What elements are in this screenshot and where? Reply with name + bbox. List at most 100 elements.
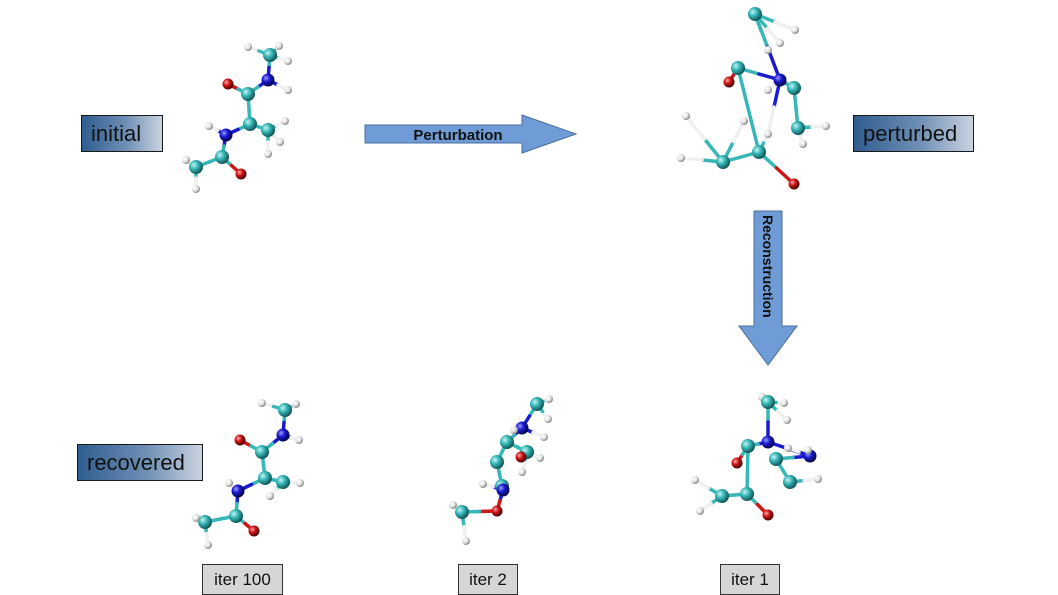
nitrogen-atom	[219, 128, 233, 142]
oxygen-atom	[235, 168, 247, 180]
oxygen-atom	[723, 76, 735, 88]
oxygen-atom	[234, 434, 246, 446]
hydrogen-atom	[804, 446, 812, 454]
hydrogen-atom	[545, 395, 553, 403]
hydrogen-atom	[677, 154, 685, 162]
carbon-atom	[731, 61, 745, 75]
nitrogen-atom	[261, 73, 275, 87]
hydrogen-atom	[764, 46, 772, 54]
oxygen-atom	[515, 451, 527, 463]
hydrogen-atom	[540, 433, 548, 441]
perturbation-arrow: Perturbation	[364, 114, 578, 154]
carbon-atom	[189, 160, 203, 174]
carbon-atom	[258, 471, 272, 485]
hydrogen-atom	[783, 416, 791, 424]
hydrogen-atom	[691, 476, 699, 484]
molecule-iter-2	[449, 395, 553, 545]
hydrogen-atom	[284, 86, 292, 94]
iter-100-label: iter 100	[202, 564, 283, 595]
hydrogen-atom	[536, 454, 544, 462]
hydrogen-atom	[822, 122, 830, 130]
nitrogen-atom	[231, 484, 245, 498]
hydrogen-atom	[764, 86, 772, 94]
hydrogen-atom	[462, 537, 470, 545]
carbon-atom	[500, 435, 514, 449]
hydrogen-atom	[780, 399, 788, 407]
carbon-atom	[241, 87, 255, 101]
carbon-atom	[530, 397, 544, 411]
carbon-atom	[255, 445, 269, 459]
nitrogen-atom	[773, 73, 787, 87]
hydrogen-atom	[204, 541, 212, 549]
bond	[684, 114, 707, 141]
carbon-atom	[769, 452, 783, 466]
carbon-atom	[276, 475, 290, 489]
hydrogen-atom	[776, 39, 784, 47]
hydrogen-atom	[682, 112, 690, 120]
carbon-atom	[490, 455, 504, 469]
oxygen-atom	[762, 509, 774, 521]
hydrogen-atom	[479, 480, 487, 488]
perturbation-label: Perturbation	[413, 127, 502, 144]
perturbation-arrow-shape	[364, 114, 578, 154]
hydrogen-atom	[284, 57, 292, 65]
carbon-atom	[748, 7, 762, 21]
hydrogen-atom	[264, 150, 272, 158]
oxygen-atom	[248, 525, 260, 537]
hydrogen-atom	[192, 185, 200, 193]
carbon-atom	[761, 395, 775, 409]
oxygen-atom	[222, 78, 234, 90]
carbon-atom	[716, 155, 730, 169]
carbon-atom	[261, 123, 275, 137]
carbon-atom	[787, 81, 801, 95]
molecule-iter-1	[691, 393, 822, 521]
recovered-label: recovered	[77, 444, 203, 481]
nitrogen-atom	[515, 421, 529, 435]
carbon-atom	[455, 505, 469, 519]
carbon-atom	[740, 487, 754, 501]
hydrogen-atom	[449, 501, 457, 509]
carbon-atom	[215, 150, 229, 164]
reconstruction-arrow: Reconstruction	[738, 210, 798, 366]
carbon-atom	[229, 509, 243, 523]
carbon-atom	[263, 48, 277, 62]
iter-2-label: iter 2	[458, 564, 518, 595]
hydrogen-atom	[205, 122, 213, 130]
oxygen-atom	[788, 178, 800, 190]
oxygen-atom	[731, 457, 743, 469]
nitrogen-atom	[276, 428, 290, 442]
iter-1-label: iter 1	[720, 564, 780, 595]
carbon-atom	[198, 515, 212, 529]
bond	[736, 66, 751, 112]
hydrogen-atom	[266, 492, 274, 500]
carbon-atom	[752, 145, 766, 159]
hydrogen-atom	[510, 426, 518, 434]
hydrogen-atom	[784, 444, 792, 452]
initial-label: initial	[81, 115, 163, 152]
carbon-atom	[783, 475, 797, 489]
hydrogen-atom	[296, 479, 304, 487]
molecule-perturbed	[677, 7, 830, 190]
carbon-atom	[741, 439, 755, 453]
hydrogen-atom	[799, 140, 807, 148]
reconstruction-label: Reconstruction	[760, 215, 776, 318]
hydrogen-atom	[544, 415, 552, 423]
hydrogen-atom	[292, 400, 300, 408]
molecule-recovered	[192, 399, 304, 549]
hydrogen-atom	[276, 138, 284, 146]
molecule-initial	[182, 42, 292, 193]
hydrogen-atom	[696, 507, 704, 515]
carbon-atom	[791, 121, 805, 135]
hydrogen-atom	[764, 130, 772, 138]
carbon-atom	[243, 117, 257, 131]
nitrogen-atom	[761, 435, 775, 449]
carbon-atom	[278, 403, 292, 417]
hydrogen-atom	[295, 436, 303, 444]
nitrogen-atom	[496, 483, 510, 497]
carbon-atom	[715, 489, 729, 503]
hydrogen-atom	[740, 117, 748, 125]
bond	[746, 108, 761, 154]
perturbed-label: perturbed	[853, 115, 974, 152]
hydrogen-atom	[244, 43, 252, 51]
